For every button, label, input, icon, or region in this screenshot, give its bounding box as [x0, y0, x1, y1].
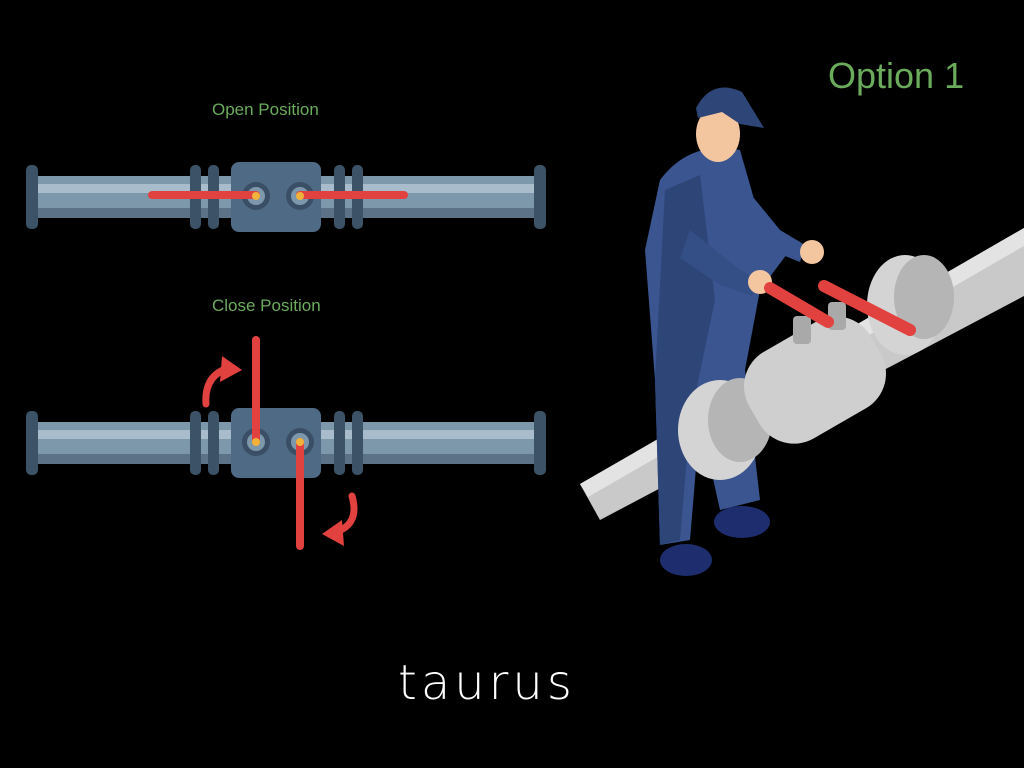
open-position-pipe — [26, 162, 546, 232]
big-valve-handle-left — [764, 282, 834, 328]
curved-arrow-icon — [322, 492, 358, 546]
worker-illustration — [580, 87, 1024, 576]
option-title: Option 1 — [828, 55, 965, 96]
open-position-label: Open Position — [212, 100, 319, 119]
close-position-pipe — [26, 336, 546, 550]
big-valve-handle-right — [818, 280, 916, 336]
curved-arrow-icon — [202, 356, 242, 408]
brand-logo: taurus — [398, 655, 576, 711]
close-position-label: Close Position — [212, 296, 321, 315]
